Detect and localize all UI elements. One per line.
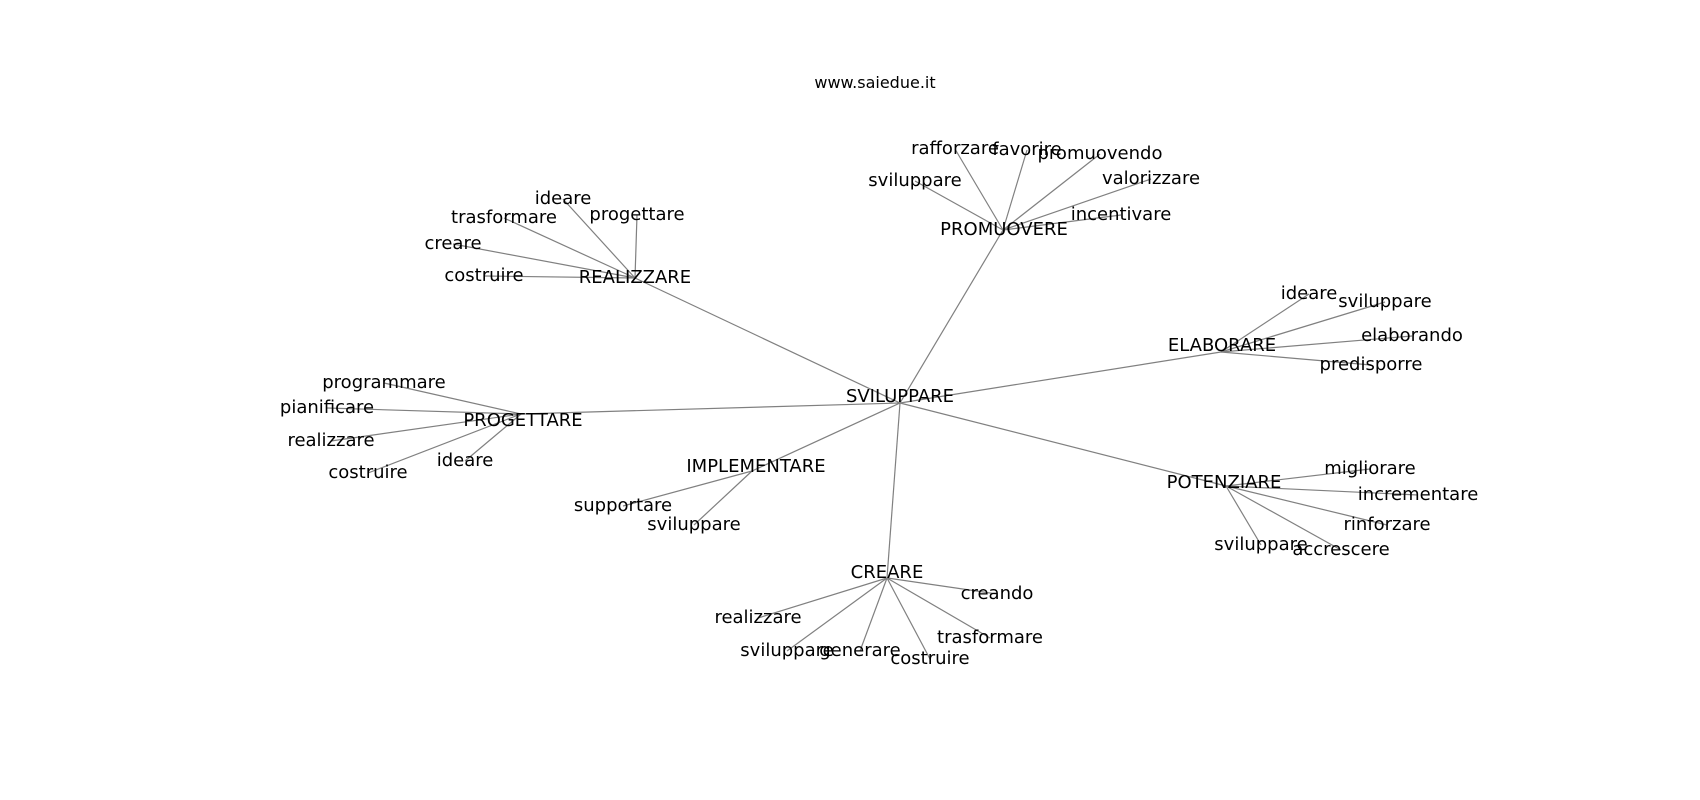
node-leaf-implementare-sviluppare: sviluppare	[647, 514, 740, 535]
node-leaf-elaborare-elaborando: elaborando	[1361, 325, 1463, 346]
node-hub-promuovere: PROMUOVERE	[940, 219, 1068, 240]
edge-elaborare-leaf-2	[1220, 335, 1413, 353]
node-leaf-elaborare-sviluppare: sviluppare	[1338, 291, 1431, 312]
node-leaf-creare-trasformare: trasformare	[937, 627, 1043, 648]
node-leaf-progettare-pianificare: pianificare	[280, 397, 374, 418]
node-root-label: SVILUPPARE	[846, 386, 954, 407]
edge-potenziare-leaf-4	[1225, 485, 1342, 551]
node-hub-implementare: IMPLEMENTARE	[686, 456, 825, 477]
edge-realizzare-leaf-1	[634, 214, 638, 279]
node-leaf-realizzare-ideare: ideare	[535, 188, 592, 209]
node-leaf-potenziare-accrescere: accrescere	[1292, 539, 1389, 560]
node-leaf-realizzare-trasformare: trasformare	[451, 207, 557, 228]
edge-progettare-leaf-0	[383, 382, 522, 415]
edge-realizzare-leaf-4	[483, 275, 636, 279]
site-url: www.saiedue.it	[814, 73, 935, 92]
edge-implementare-leaf-1	[693, 470, 753, 526]
edge-promuovere-leaf-1	[1002, 149, 1028, 231]
edge-creare-leaf-5	[886, 577, 931, 660]
node-hub-potenziare: POTENZIARE	[1167, 472, 1282, 493]
edge-realizzare-leaf-3	[452, 243, 636, 279]
edge-root-elaborare	[899, 351, 1222, 404]
node-leaf-progettare-costruire: costruire	[328, 462, 407, 483]
edge-progettare-leaf-2	[330, 413, 522, 442]
node-hub-progettare: PROGETTARE	[463, 410, 582, 431]
edge-potenziare-leaf-3	[1225, 485, 1262, 546]
node-hub-elaborare: ELABORARE	[1168, 335, 1276, 356]
node-hub-realizzare: REALIZZARE	[579, 267, 691, 288]
node-leaf-potenziare-incrementare: incrementare	[1358, 484, 1479, 505]
node-leaf-realizzare-progettare: progettare	[589, 204, 684, 225]
edge-elaborare-leaf-0	[1220, 293, 1310, 353]
node-leaf-potenziare-sviluppare: sviluppare	[1214, 534, 1307, 555]
edge-elaborare-leaf-1	[1220, 301, 1386, 353]
node-leaf-creare-sviluppare: sviluppare	[740, 640, 833, 661]
edge-creare-leaf-2	[886, 577, 991, 639]
edge-realizzare-leaf-0	[562, 198, 636, 279]
edge-progettare-leaf-1	[326, 407, 522, 415]
node-leaf-potenziare-migliorare: migliorare	[1324, 458, 1416, 479]
node-leaf-progettare-realizzare: realizzare	[287, 430, 374, 451]
node-leaf-creare-costruire: costruire	[890, 648, 969, 669]
edge-creare-leaf-0	[886, 577, 998, 595]
edge-promuovere-leaf-3	[914, 180, 1004, 231]
edge-potenziare-leaf-0	[1225, 468, 1371, 487]
node-leaf-creare-realizzare: realizzare	[714, 607, 801, 628]
edge-creare-leaf-1	[757, 577, 888, 619]
edge-progettare-leaf-3	[367, 413, 522, 474]
edge-progettare-leaf-4	[464, 413, 522, 462]
edge-promuovere-leaf-4	[1002, 178, 1152, 231]
edge-creare-leaf-3	[786, 577, 888, 652]
edges-layer	[326, 148, 1419, 660]
edge-root-creare	[886, 402, 901, 579]
node-leaf-promuovere-rafforzare: rafforzare	[911, 138, 999, 159]
node-leaf-implementare-supportare: supportare	[574, 495, 672, 516]
node-hub-creare: CREARE	[851, 562, 924, 583]
node-leaf-promuovere-sviluppare: sviluppare	[868, 170, 961, 191]
edge-creare-leaf-4	[859, 577, 888, 652]
edge-promuovere-leaf-0	[954, 148, 1004, 231]
node-leaf-promuovere-valorizzare: valorizzare	[1102, 168, 1200, 189]
node-leaf-promuovere-incentivare: incentivare	[1071, 204, 1172, 225]
edge-promuovere-leaf-2	[1002, 153, 1101, 231]
edge-potenziare-leaf-1	[1225, 485, 1419, 496]
node-leaf-promuovere-promuovendo: promuovendo	[1038, 143, 1163, 164]
node-leaf-realizzare-creare: creare	[424, 233, 481, 254]
node-leaf-progettare-programmare: programmare	[322, 372, 445, 393]
edge-potenziare-leaf-2	[1225, 485, 1388, 526]
edge-elaborare-leaf-3	[1220, 351, 1372, 366]
node-leaf-elaborare-predisporre: predisporre	[1320, 354, 1423, 375]
edge-root-implementare	[751, 402, 901, 472]
edge-implementare-leaf-0	[622, 470, 753, 507]
edge-root-realizzare	[634, 277, 901, 404]
edge-root-potenziare	[899, 402, 1227, 487]
edge-root-promuovere	[899, 229, 1004, 404]
node-leaf-creare-creando: creando	[961, 583, 1034, 604]
edge-root-progettare	[520, 402, 901, 415]
node-leaf-potenziare-rinforzare: rinforzare	[1343, 514, 1430, 535]
edge-promuovere-leaf-5	[1002, 214, 1122, 231]
node-leaf-elaborare-ideare: ideare	[1281, 283, 1338, 304]
node-leaf-creare-generare: generare	[819, 640, 901, 661]
node-leaf-promuovere-favorire: favorire	[992, 139, 1062, 160]
labels-layer: SVILUPPAREREALIZZAREideareprogettaretras…	[280, 138, 1478, 669]
node-leaf-realizzare-costruire: costruire	[444, 265, 523, 286]
edge-realizzare-leaf-2	[503, 217, 636, 279]
node-leaf-progettare-ideare: ideare	[437, 450, 494, 471]
